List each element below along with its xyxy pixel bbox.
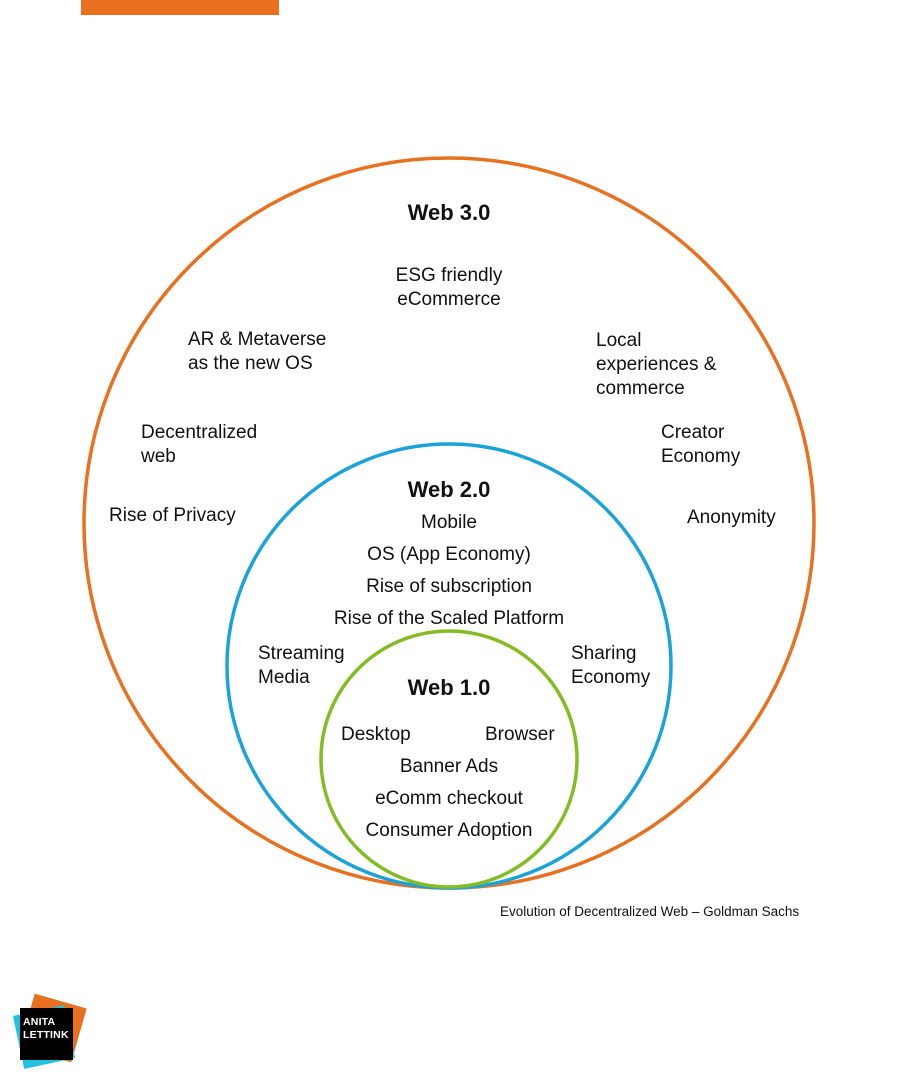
top-accent-bar [81, 0, 279, 15]
web2-heading: Web 2.0 [407, 477, 491, 502]
source-caption: Evolution of Decentralized Web – Goldman… [500, 904, 800, 919]
web2-item-streaming-media: Streaming Media [258, 643, 345, 688]
web1-item-ecomm-checkout: eComm checkout [375, 788, 523, 809]
web3-item-creator-economy: Creator Economy [661, 422, 741, 467]
web2-item-app-economy: OS (App Economy) [367, 544, 531, 565]
web3-item-anonymity: Anonymity [687, 507, 776, 528]
web1-item-banner-ads: Banner Ads [399, 756, 499, 777]
web2-item-mobile: Mobile [421, 512, 477, 533]
web1-item-browser: Browser [485, 724, 555, 745]
web1-heading: Web 1.0 [407, 675, 491, 700]
web3-heading: Web 3.0 [407, 200, 491, 225]
web2-item-scaled-platform: Rise of the Scaled Platform [333, 608, 565, 629]
logo-text: ANITA LETTINK [20, 1008, 73, 1060]
web3-item-decentralized-web: Decentralized web [141, 422, 258, 467]
web1-circle [319, 629, 579, 889]
web3-item-local-experiences: Local experiences & commerce [596, 330, 717, 399]
brand-logo: ANITA LETTINK [12, 993, 87, 1069]
web3-item-ar-metaverse: AR & Metaverse as the new OS [188, 329, 327, 374]
web1-item-desktop: Desktop [341, 724, 411, 745]
web2-item-sharing-economy: Sharing Economy [571, 643, 651, 688]
web3-item-esg: ESG friendly eCommerce [395, 265, 503, 310]
web3-item-rise-of-privacy: Rise of Privacy [109, 505, 236, 526]
web1-item-consumer-adoption: Consumer Adoption [365, 820, 533, 841]
web2-item-subscription: Rise of subscription [366, 576, 532, 597]
